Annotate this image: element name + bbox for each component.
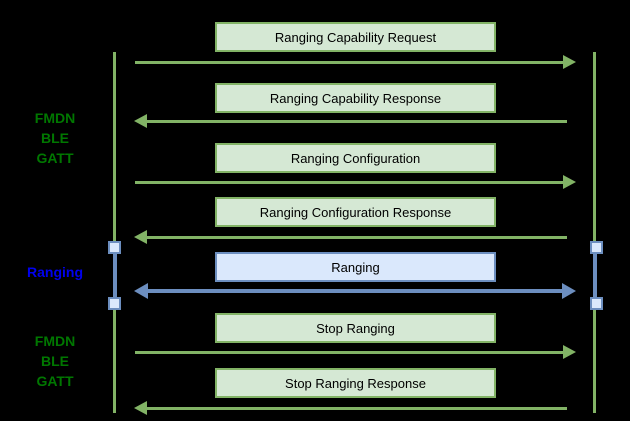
arrow-head-left-icon <box>134 401 147 415</box>
arrow-head-left-icon <box>134 283 148 299</box>
phase-label-line: BLE <box>41 353 69 369</box>
message-box-ranging-capability-request: Ranging Capability Request <box>215 22 496 52</box>
ranging-start-marker-left <box>108 241 121 254</box>
phase-label-line: FMDN <box>34 110 76 126</box>
phase-label-line: GATT <box>36 150 74 166</box>
arrow-shaft <box>147 289 563 293</box>
arrow-head-right-icon <box>563 345 576 359</box>
right-lifeline-top-segment <box>593 52 596 242</box>
phase-label-line: FMDN <box>34 333 76 349</box>
arrow-head-left-icon <box>134 114 147 128</box>
arrow-head-right-icon <box>562 283 576 299</box>
arrow-shaft <box>135 181 564 184</box>
phase-label-ranging: Ranging <box>5 262 105 282</box>
message-box-stop-ranging-response: Stop Ranging Response <box>215 368 496 398</box>
ranging-end-marker-left <box>108 297 121 310</box>
arrow-head-right-icon <box>563 175 576 189</box>
phase-label-line: BLE <box>41 130 69 146</box>
message-box-ranging-configuration: Ranging Configuration <box>215 143 496 173</box>
phase-label-line: GATT <box>36 373 74 389</box>
message-box-stop-ranging: Stop Ranging <box>215 313 496 343</box>
arrow-shaft <box>147 120 567 123</box>
arrow-shaft <box>147 236 567 239</box>
left-lifeline-top-segment <box>113 52 116 242</box>
message-box-ranging-capability-response: Ranging Capability Response <box>215 83 496 113</box>
phase-label-fmdn-ble-gatt-top: FMDN BLE GATT <box>5 108 105 168</box>
ranging-start-marker-right <box>590 241 603 254</box>
phase-label-fmdn-ble-gatt-bottom: FMDN BLE GATT <box>5 331 105 391</box>
arrow-head-left-icon <box>134 230 147 244</box>
right-lifeline-bottom-segment <box>593 309 596 413</box>
arrow-shaft <box>147 407 567 410</box>
message-box-ranging-configuration-response: Ranging Configuration Response <box>215 197 496 227</box>
arrow-head-right-icon <box>563 55 576 69</box>
left-lifeline-bottom-segment <box>113 309 116 413</box>
arrow-shaft <box>135 351 564 354</box>
message-box-ranging: Ranging <box>215 252 496 282</box>
ranging-end-marker-right <box>590 297 603 310</box>
right-lifeline-ranging-segment <box>593 247 597 303</box>
phase-label-line: Ranging <box>27 264 83 280</box>
arrow-shaft <box>135 61 564 64</box>
left-lifeline-ranging-segment <box>113 247 117 303</box>
